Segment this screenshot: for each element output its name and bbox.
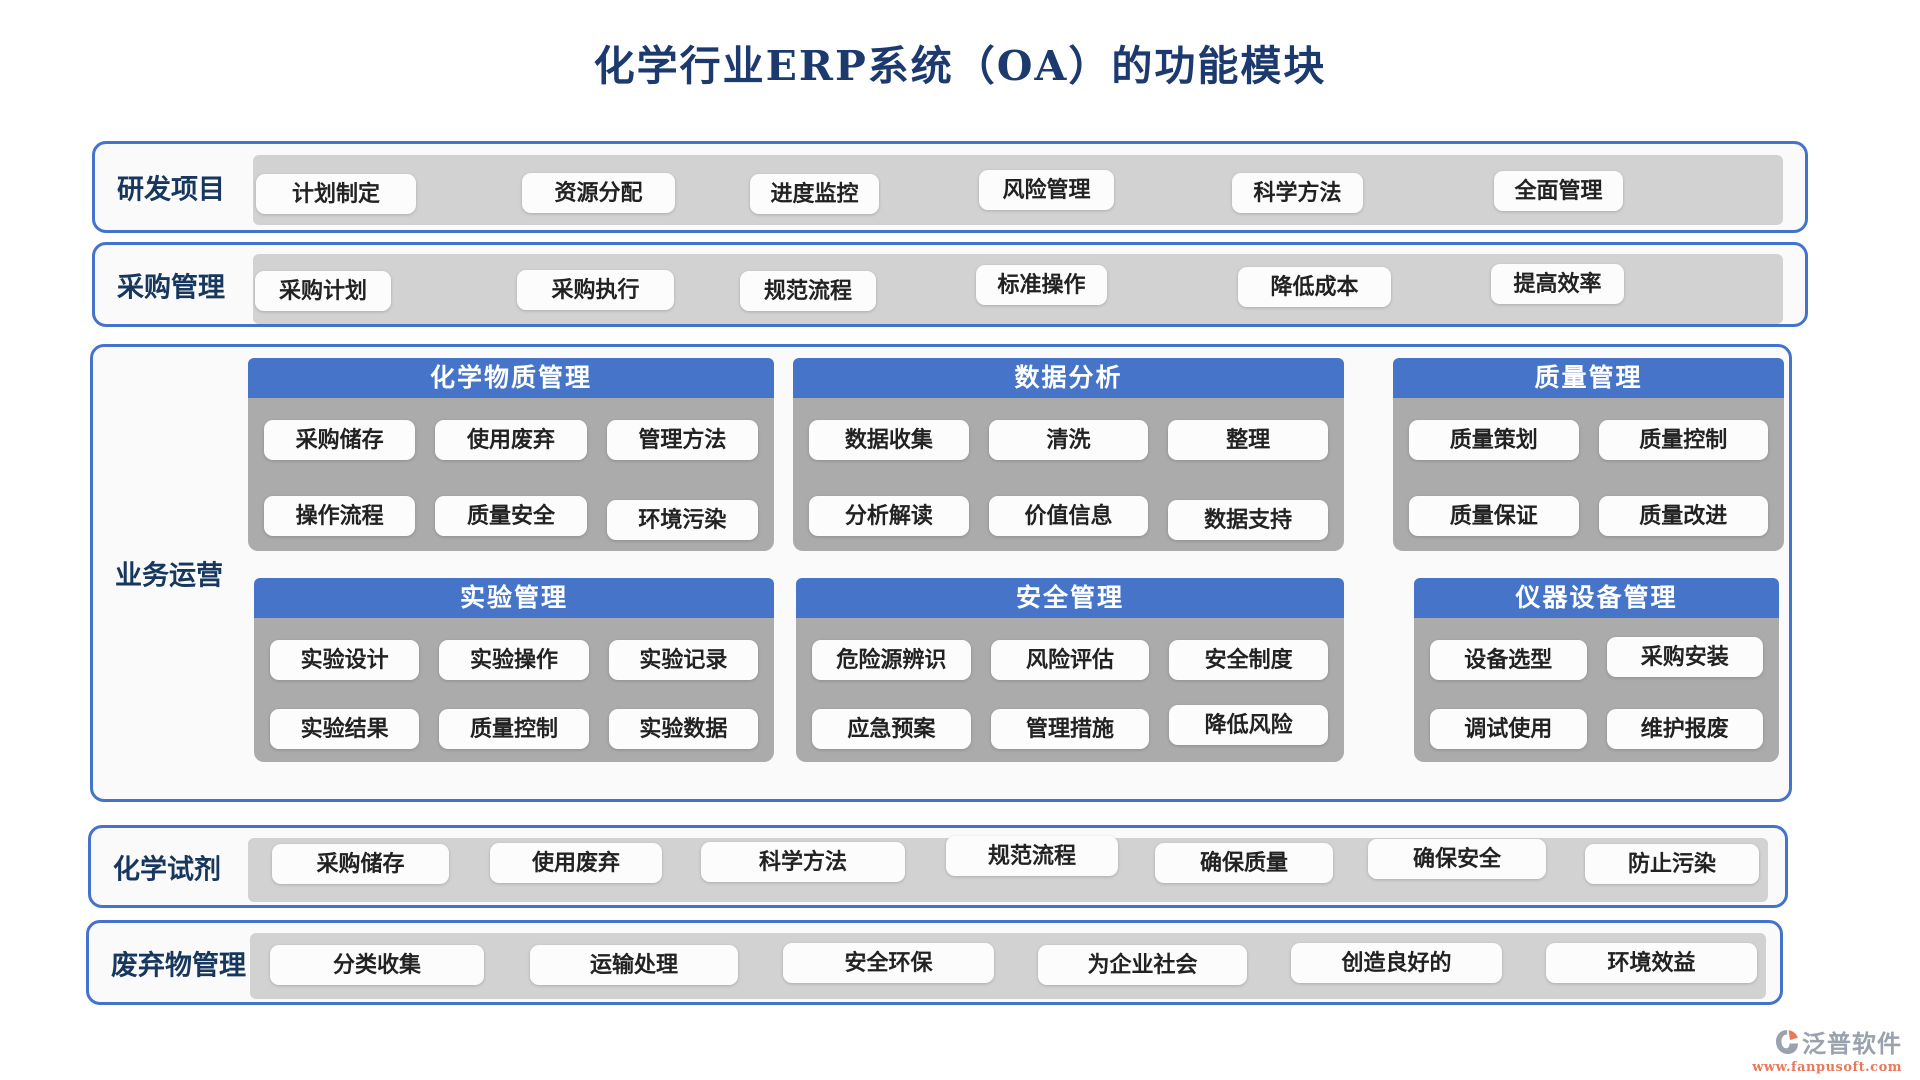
module-chip[interactable]: 安全制度 xyxy=(1169,640,1328,680)
panel-equipment-mgmt: 仪器设备管理 设备选型 采购安装 调试使用 维护报废 xyxy=(1414,578,1779,762)
module-chip[interactable]: 实验记录 xyxy=(608,640,758,680)
section-rd-projects: 研发项目 计划制定 资源分配 进度监控 风险管理 科学方法 全面管理 xyxy=(92,141,1808,233)
fanpu-logo: 泛普软件 www.fanpusoft.com xyxy=(1732,1024,1902,1075)
module-chip[interactable]: 资源分配 xyxy=(522,173,675,213)
module-chip[interactable]: 应急预案 xyxy=(812,708,971,749)
module-chip[interactable]: 确保安全 xyxy=(1368,839,1546,879)
module-chip[interactable]: 采购储存 xyxy=(264,420,416,460)
module-chip[interactable]: 质量控制 xyxy=(1598,420,1768,460)
module-chip[interactable]: 实验操作 xyxy=(439,640,589,680)
module-chip[interactable]: 采购安装 xyxy=(1606,637,1763,677)
module-chip[interactable]: 质量改进 xyxy=(1598,495,1768,536)
panel-body: 质量策划 质量控制 质量保证 质量改进 xyxy=(1393,398,1784,551)
section-label: 业务运营 xyxy=(115,560,223,592)
module-chip[interactable]: 创造良好的 xyxy=(1291,943,1502,983)
panel-body: 实验设计 实验操作 实验记录 实验结果 质量控制 实验数据 xyxy=(254,618,774,762)
module-chip[interactable]: 质量安全 xyxy=(435,495,587,536)
module-chip[interactable]: 整理 xyxy=(1168,420,1328,460)
module-chip[interactable]: 危险源辨识 xyxy=(812,640,971,680)
module-chip[interactable]: 采购执行 xyxy=(517,270,674,310)
module-chip[interactable]: 为企业社会 xyxy=(1038,945,1247,985)
module-chip[interactable]: 管理方法 xyxy=(606,420,758,460)
module-chip[interactable]: 实验结果 xyxy=(270,708,420,749)
section-strip xyxy=(250,933,1766,999)
module-chip[interactable]: 安全环保 xyxy=(783,943,994,983)
module-chip[interactable]: 使用废弃 xyxy=(435,420,587,460)
module-chip[interactable]: 实验设计 xyxy=(270,640,420,680)
section-label: 废弃物管理 xyxy=(111,950,246,981)
module-chip[interactable]: 质量策划 xyxy=(1409,420,1579,460)
module-chip[interactable]: 维护报废 xyxy=(1606,708,1763,749)
module-chip[interactable]: 数据支持 xyxy=(1168,499,1328,540)
panel-body: 危险源辨识 风险评估 安全制度 应急预案 管理措施 降低风险 xyxy=(796,618,1344,762)
module-chip[interactable]: 降低成本 xyxy=(1238,267,1391,307)
panel-data-analysis: 数据分析 数据收集 清洗 整理 分析解读 价值信息 数据支持 xyxy=(793,358,1344,551)
section-chemical-reagent: 化学试剂 采购储存 使用废弃 科学方法 规范流程 确保质量 确保安全 防止污染 xyxy=(88,825,1788,908)
logo-url[interactable]: www.fanpusoft.com xyxy=(1752,1060,1902,1075)
module-chip[interactable]: 规范流程 xyxy=(740,271,876,311)
panel-title: 质量管理 xyxy=(1393,358,1784,398)
panel-title: 实验管理 xyxy=(254,578,774,618)
section-label: 研发项目 xyxy=(117,174,225,206)
section-waste-mgmt: 废弃物管理 分类收集 运输处理 安全环保 为企业社会 创造良好的 环境效益 xyxy=(86,920,1783,1005)
module-chip[interactable]: 科学方法 xyxy=(1232,173,1363,213)
module-chip[interactable]: 使用废弃 xyxy=(490,843,662,883)
panel-body: 数据收集 清洗 整理 分析解读 价值信息 数据支持 xyxy=(793,398,1344,551)
section-label: 采购管理 xyxy=(117,272,225,303)
page-title: 化学行业ERP系统（OA）的功能模块 xyxy=(593,42,1327,90)
panel-safety-mgmt: 安全管理 危险源辨识 风险评估 安全制度 应急预案 管理措施 降低风险 xyxy=(796,578,1344,762)
module-chip[interactable]: 实验数据 xyxy=(608,708,758,749)
module-chip[interactable]: 风险管理 xyxy=(979,170,1114,210)
section-procurement-mgmt: 采购管理 采购计划 采购执行 规范流程 标准操作 降低成本 提高效率 xyxy=(92,242,1808,327)
module-chip[interactable]: 清洗 xyxy=(988,420,1149,460)
module-chip[interactable]: 全面管理 xyxy=(1494,171,1623,211)
section-label: 化学试剂 xyxy=(113,854,221,885)
module-chip[interactable]: 降低风险 xyxy=(1169,704,1328,745)
panel-quality-mgmt: 质量管理 质量策划 质量控制 质量保证 质量改进 xyxy=(1393,358,1784,551)
panel-chemical-substance-mgmt: 化学物质管理 采购储存 使用废弃 管理方法 操作流程 质量安全 环境污染 xyxy=(248,358,774,551)
module-chip[interactable]: 质量控制 xyxy=(439,708,589,749)
module-chip[interactable]: 数据收集 xyxy=(809,420,969,460)
module-chip[interactable]: 风险评估 xyxy=(990,640,1150,680)
module-chip[interactable]: 采购储存 xyxy=(272,844,449,884)
panel-title: 数据分析 xyxy=(793,358,1344,398)
panel-title: 化学物质管理 xyxy=(248,358,774,398)
module-chip[interactable]: 分类收集 xyxy=(270,945,484,985)
module-chip[interactable]: 环境污染 xyxy=(606,499,758,540)
module-chip[interactable]: 分析解读 xyxy=(809,495,969,536)
module-chip[interactable]: 采购计划 xyxy=(255,271,391,311)
module-chip[interactable]: 环境效益 xyxy=(1546,943,1757,983)
module-chip[interactable]: 管理措施 xyxy=(990,708,1150,749)
panel-body: 设备选型 采购安装 调试使用 维护报废 xyxy=(1414,618,1779,762)
module-chip[interactable]: 价值信息 xyxy=(988,495,1149,536)
section-business-operations: 业务运营 化学物质管理 采购储存 使用废弃 管理方法 操作流程 质量安全 环境污… xyxy=(90,344,1792,802)
module-chip[interactable]: 科学方法 xyxy=(701,842,905,882)
module-chip[interactable]: 运输处理 xyxy=(530,945,738,985)
fanpu-logo-icon xyxy=(1774,1028,1800,1056)
module-chip[interactable]: 操作流程 xyxy=(264,495,416,536)
panel-body: 采购储存 使用废弃 管理方法 操作流程 质量安全 环境污染 xyxy=(248,398,774,551)
module-chip[interactable]: 防止污染 xyxy=(1585,844,1759,884)
panel-experiment-mgmt: 实验管理 实验设计 实验操作 实验记录 实验结果 质量控制 实验数据 xyxy=(254,578,774,762)
module-chip[interactable]: 设备选型 xyxy=(1430,640,1587,680)
module-chip[interactable]: 提高效率 xyxy=(1491,264,1624,304)
panel-title: 仪器设备管理 xyxy=(1414,578,1779,618)
module-chip[interactable]: 进度监控 xyxy=(750,174,879,214)
module-chip[interactable]: 质量保证 xyxy=(1409,495,1579,536)
module-chip[interactable]: 计划制定 xyxy=(256,174,416,214)
module-chip[interactable]: 调试使用 xyxy=(1430,708,1587,749)
module-chip[interactable]: 规范流程 xyxy=(946,836,1118,876)
module-chip[interactable]: 确保质量 xyxy=(1155,843,1333,883)
logo-text: 泛普软件 xyxy=(1802,1029,1902,1058)
panel-title: 安全管理 xyxy=(796,578,1344,618)
module-chip[interactable]: 标准操作 xyxy=(976,265,1107,305)
